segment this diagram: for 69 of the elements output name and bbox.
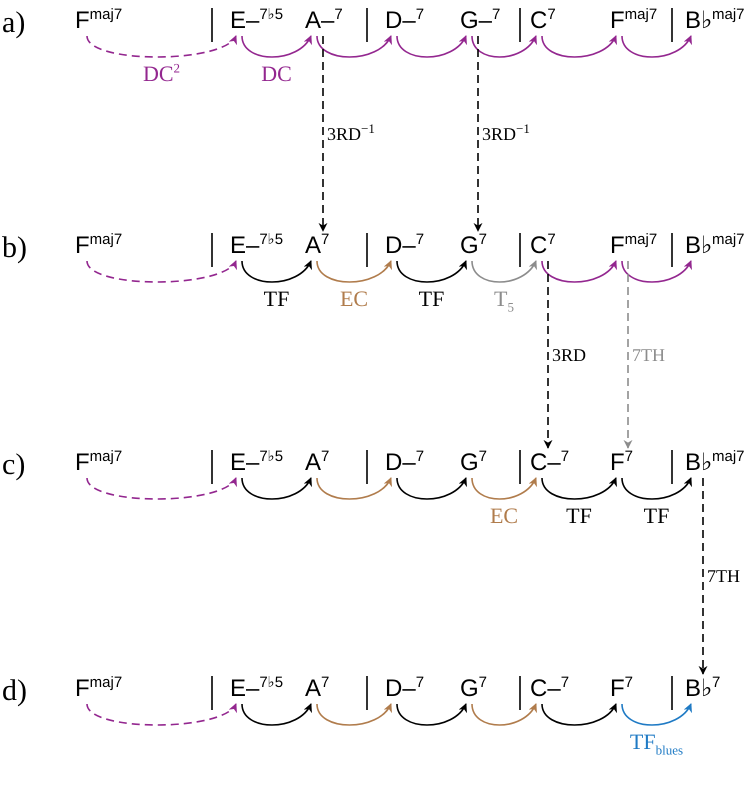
- arrow: [471, 35, 537, 58]
- arrow: [396, 703, 467, 726]
- arrow: [541, 703, 617, 726]
- chord-symbol: E–$^{7♭5}$: [230, 231, 284, 261]
- arrow: [86, 35, 237, 58]
- arrow: [471, 477, 537, 500]
- chord-symbol: A–$^{7}$: [305, 6, 343, 36]
- chord-symbol: D–$^{7}$: [385, 448, 424, 478]
- arrow: [541, 477, 617, 500]
- chord-symbol: F$^{maj7}$: [610, 231, 658, 261]
- arrow: [396, 35, 467, 58]
- row-label: b): [2, 231, 27, 265]
- chord-symbol: G$^{7}$: [460, 674, 488, 704]
- arrow: [241, 477, 312, 500]
- chord-symbol: A$^{7}$: [305, 448, 330, 478]
- arrow: [396, 260, 467, 283]
- arrow: [318, 36, 328, 232]
- row-label: d): [2, 674, 27, 708]
- arrow: [621, 260, 692, 283]
- chord-symbol: C–$^{7}$: [530, 674, 570, 704]
- arrow: [621, 35, 692, 58]
- arrow: [241, 260, 312, 283]
- chord-symbol: F$^{maj7}$: [610, 6, 658, 36]
- row-label: a): [2, 6, 26, 40]
- chord-symbol: F$^{7}$: [610, 674, 634, 704]
- chord-symbol: E–$^{7♭5}$: [230, 448, 284, 478]
- chord-symbol: C$^{7}$: [530, 6, 556, 36]
- chord-symbol: D–$^{7}$: [385, 231, 424, 261]
- chord-symbol: D–$^{7}$: [385, 674, 424, 704]
- chord-symbol: C–$^{7}$: [530, 448, 570, 478]
- chord-symbol: F$^{maj7}$: [75, 448, 122, 478]
- arrow: [241, 35, 312, 58]
- arrow: [474, 36, 482, 232]
- chord-symbol: B♭$^{maj7}$: [685, 6, 745, 36]
- arrow: [621, 477, 692, 500]
- chord-symbol: B♭$^{maj7}$: [685, 448, 745, 478]
- chord-symbol: D–$^{7}$: [385, 6, 424, 36]
- chord-symbol: F$^{maj7}$: [75, 6, 122, 36]
- chord-symbol: F$^{maj7}$: [75, 674, 122, 704]
- arrow: [316, 477, 392, 500]
- arrow: [396, 477, 467, 500]
- arrow: [621, 703, 692, 726]
- arrow: [86, 703, 237, 726]
- row-label: c): [2, 448, 26, 482]
- chord-symbol: G–$^{7}$: [460, 6, 500, 36]
- chord-symbol: A$^{7}$: [305, 674, 330, 704]
- arrow: [316, 703, 392, 726]
- arrow: [86, 260, 237, 283]
- chord-symbol: F$^{7}$: [610, 448, 634, 478]
- arrow: [86, 477, 237, 500]
- chord-symbol: B♭$^{maj7}$: [685, 231, 745, 261]
- arrow: [316, 260, 392, 283]
- chord-symbol: F$^{maj7}$: [75, 231, 122, 261]
- arrow: [624, 261, 632, 449]
- arrow: [698, 478, 708, 675]
- arrow: [471, 260, 537, 283]
- chord-symbol: C$^{7}$: [530, 231, 556, 261]
- arrow: [541, 260, 617, 283]
- arrow: [544, 261, 552, 449]
- chord-symbol: G$^{7}$: [460, 448, 488, 478]
- arrow: [316, 35, 392, 58]
- chord-symbol: A$^{7}$: [305, 231, 330, 261]
- arrow: [471, 703, 537, 726]
- chord-symbol: G$^{7}$: [460, 231, 488, 261]
- chord-symbol: E–$^{7♭5}$: [230, 674, 284, 704]
- chord-symbol: E–$^{7♭5}$: [230, 6, 284, 36]
- arrow: [541, 35, 617, 58]
- chord-symbol: B♭$^{7}$: [685, 674, 720, 704]
- arrow: [241, 703, 312, 726]
